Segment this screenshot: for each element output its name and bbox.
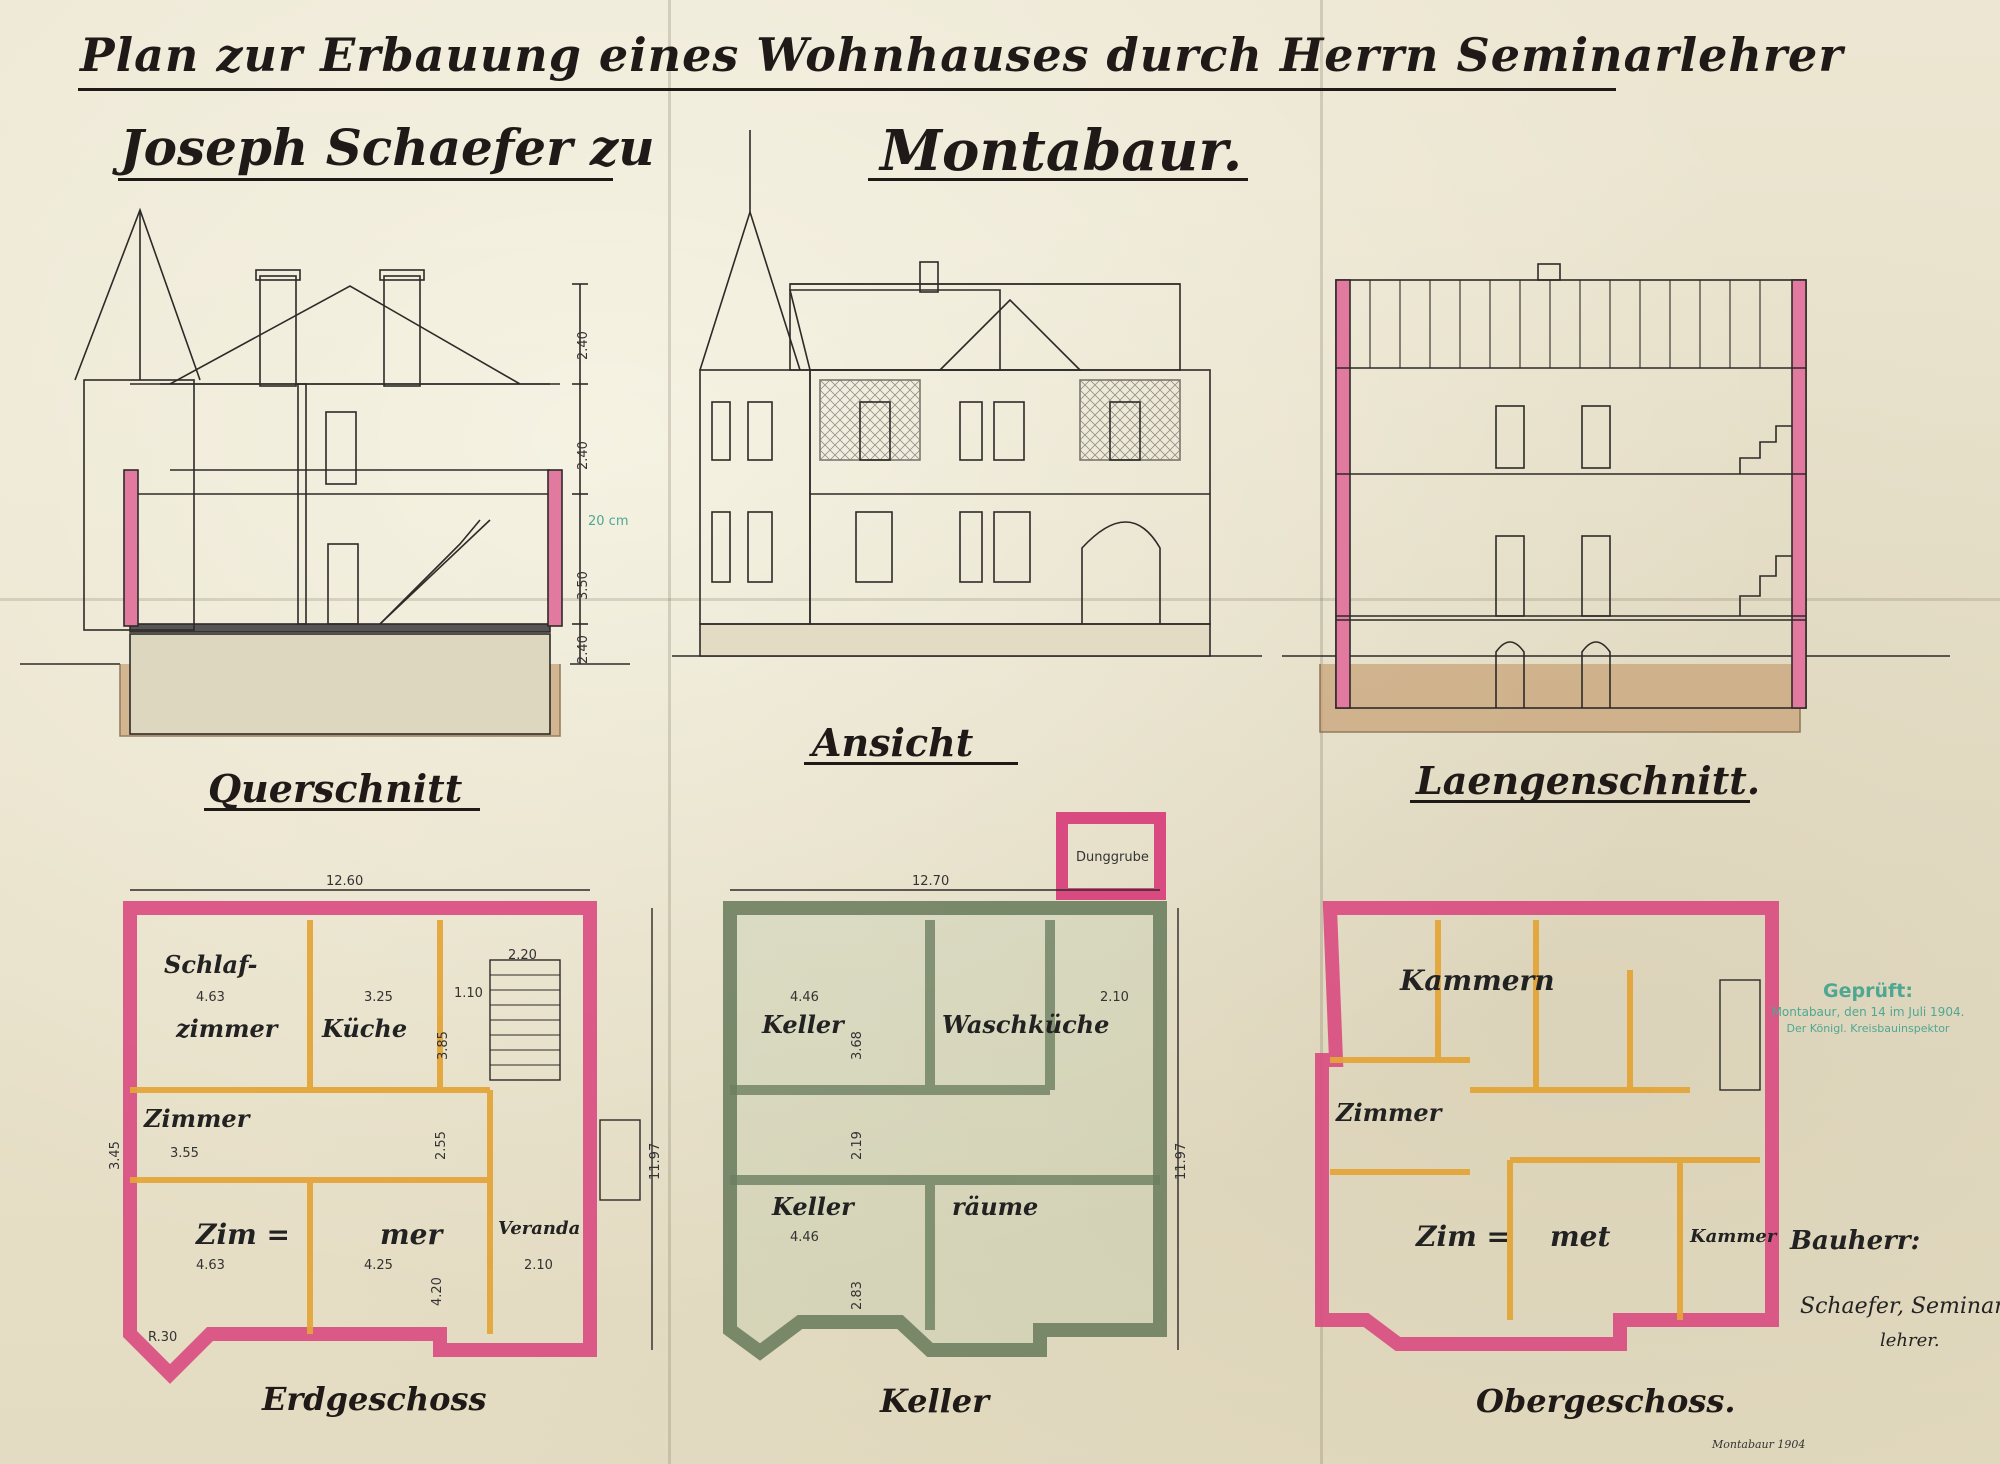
dim-text: 3.68 [850,1031,865,1060]
label-keller: Keller [880,1382,989,1420]
bauherr-label: Bauherr: [1790,1226,1921,1256]
cross-section-drawing [20,207,630,737]
dim-text: 2.10 [1100,990,1129,1005]
drawing-title-line2: Joseph Schaefer zu [120,118,655,177]
room-label: mer [380,1218,443,1251]
section-note: 20 cm [588,514,629,529]
section-dim: 3.50 [576,571,591,600]
dim-text: 3.55 [170,1146,199,1161]
drawing-title-line3: Montabaur. [880,118,1243,184]
longitudinal-section-drawing [1282,263,1950,733]
dim-text: 2.19 [850,1131,865,1160]
room-label: Keller [762,1010,844,1039]
dim-text: 2.55 [434,1131,449,1160]
room-label: zimmer [176,1014,278,1043]
dim-text: 3.85 [436,1031,451,1060]
room-label: Zimmer [1336,1098,1442,1127]
elevation-drawing [672,130,1262,657]
label-underline [204,808,480,811]
label-erdgeschoss: Erdgeschoss [262,1380,487,1418]
section-dim: 2.40 [576,331,591,360]
label-querschnitt: Querschnitt [208,766,463,811]
drawing-title-line1: Plan zur Erbauung eines Wohnhauses durch… [80,28,1844,82]
upper-floor-plan [1315,901,1779,1351]
dim-text: 4.46 [790,1230,819,1245]
ground-floor-plan [123,889,653,1384]
room-label: räume [952,1192,1039,1221]
room-label: Zimmer [144,1104,250,1133]
dim-text: 3.25 [364,990,393,1005]
approval-stamp: Geprüft: Montabaur, den 14 im Juli 1904.… [1762,980,1974,1035]
eg-depth-total: 11.97 [648,1142,663,1180]
dim-text: 4.46 [790,990,819,1005]
dim-text: 4.25 [364,1258,393,1273]
section-dim: 2.40 [576,441,591,470]
room-label: Veranda [498,1218,581,1239]
dim-text: 4.63 [196,990,225,1005]
label-underline [1410,800,1750,803]
cellar-floor-plan [723,812,1179,1361]
dim-text: 4.20 [430,1277,445,1306]
title-underline [118,178,613,181]
title-underline [78,88,1616,91]
bauherr-signature: Schaefer, Seminar- [1800,1294,2000,1319]
bauherr-signature: lehrer. [1880,1330,1940,1351]
room-label: Waschküche [942,1010,1110,1039]
dim-text: R.30 [148,1330,178,1345]
room-label: met [1550,1220,1611,1253]
eg-width-total: 12.60 [326,874,364,889]
stamp-authority: Der Königl. Kreisbauinspektor [1786,1022,1950,1035]
fold-line [668,0,671,1464]
room-label: Kammern [1400,964,1555,997]
room-label: Küche [322,1014,408,1043]
fold-line [0,598,2000,601]
keller-width-total: 12.70 [912,874,950,889]
label-ansicht: Ansicht [812,720,974,765]
dim-text: 2.10 [524,1258,553,1273]
room-label: Dunggrube [1076,850,1149,865]
dim-text: 4.63 [196,1258,225,1273]
title-underline [868,178,1248,181]
room-label: Zim = [1416,1220,1510,1253]
room-label: Zim = [196,1218,290,1251]
room-label: Schlaf- [164,950,258,979]
room-label: Keller [772,1192,854,1221]
dim-text: 2.83 [850,1281,865,1310]
stamp-date: Montabaur, den 14 im Juli 1904. [1771,1005,1965,1019]
section-dim: 2.40 [576,635,591,664]
dim-text: 3.45 [108,1141,123,1170]
label-obergeschoss: Obergeschoss. [1476,1382,1736,1420]
keller-depth-total: 11.97 [1174,1142,1189,1180]
label-laengenschnitt: Laengenschnitt. [1416,758,1761,803]
dim-text: 1.10 [454,986,483,1001]
room-label: Kammer [1690,1226,1777,1247]
footnote: Montabaur 1904 [1712,1438,1806,1451]
label-underline [804,762,1018,765]
dim-text: 2.20 [508,948,537,963]
stamp-title: Geprüft: [1823,980,1913,1002]
